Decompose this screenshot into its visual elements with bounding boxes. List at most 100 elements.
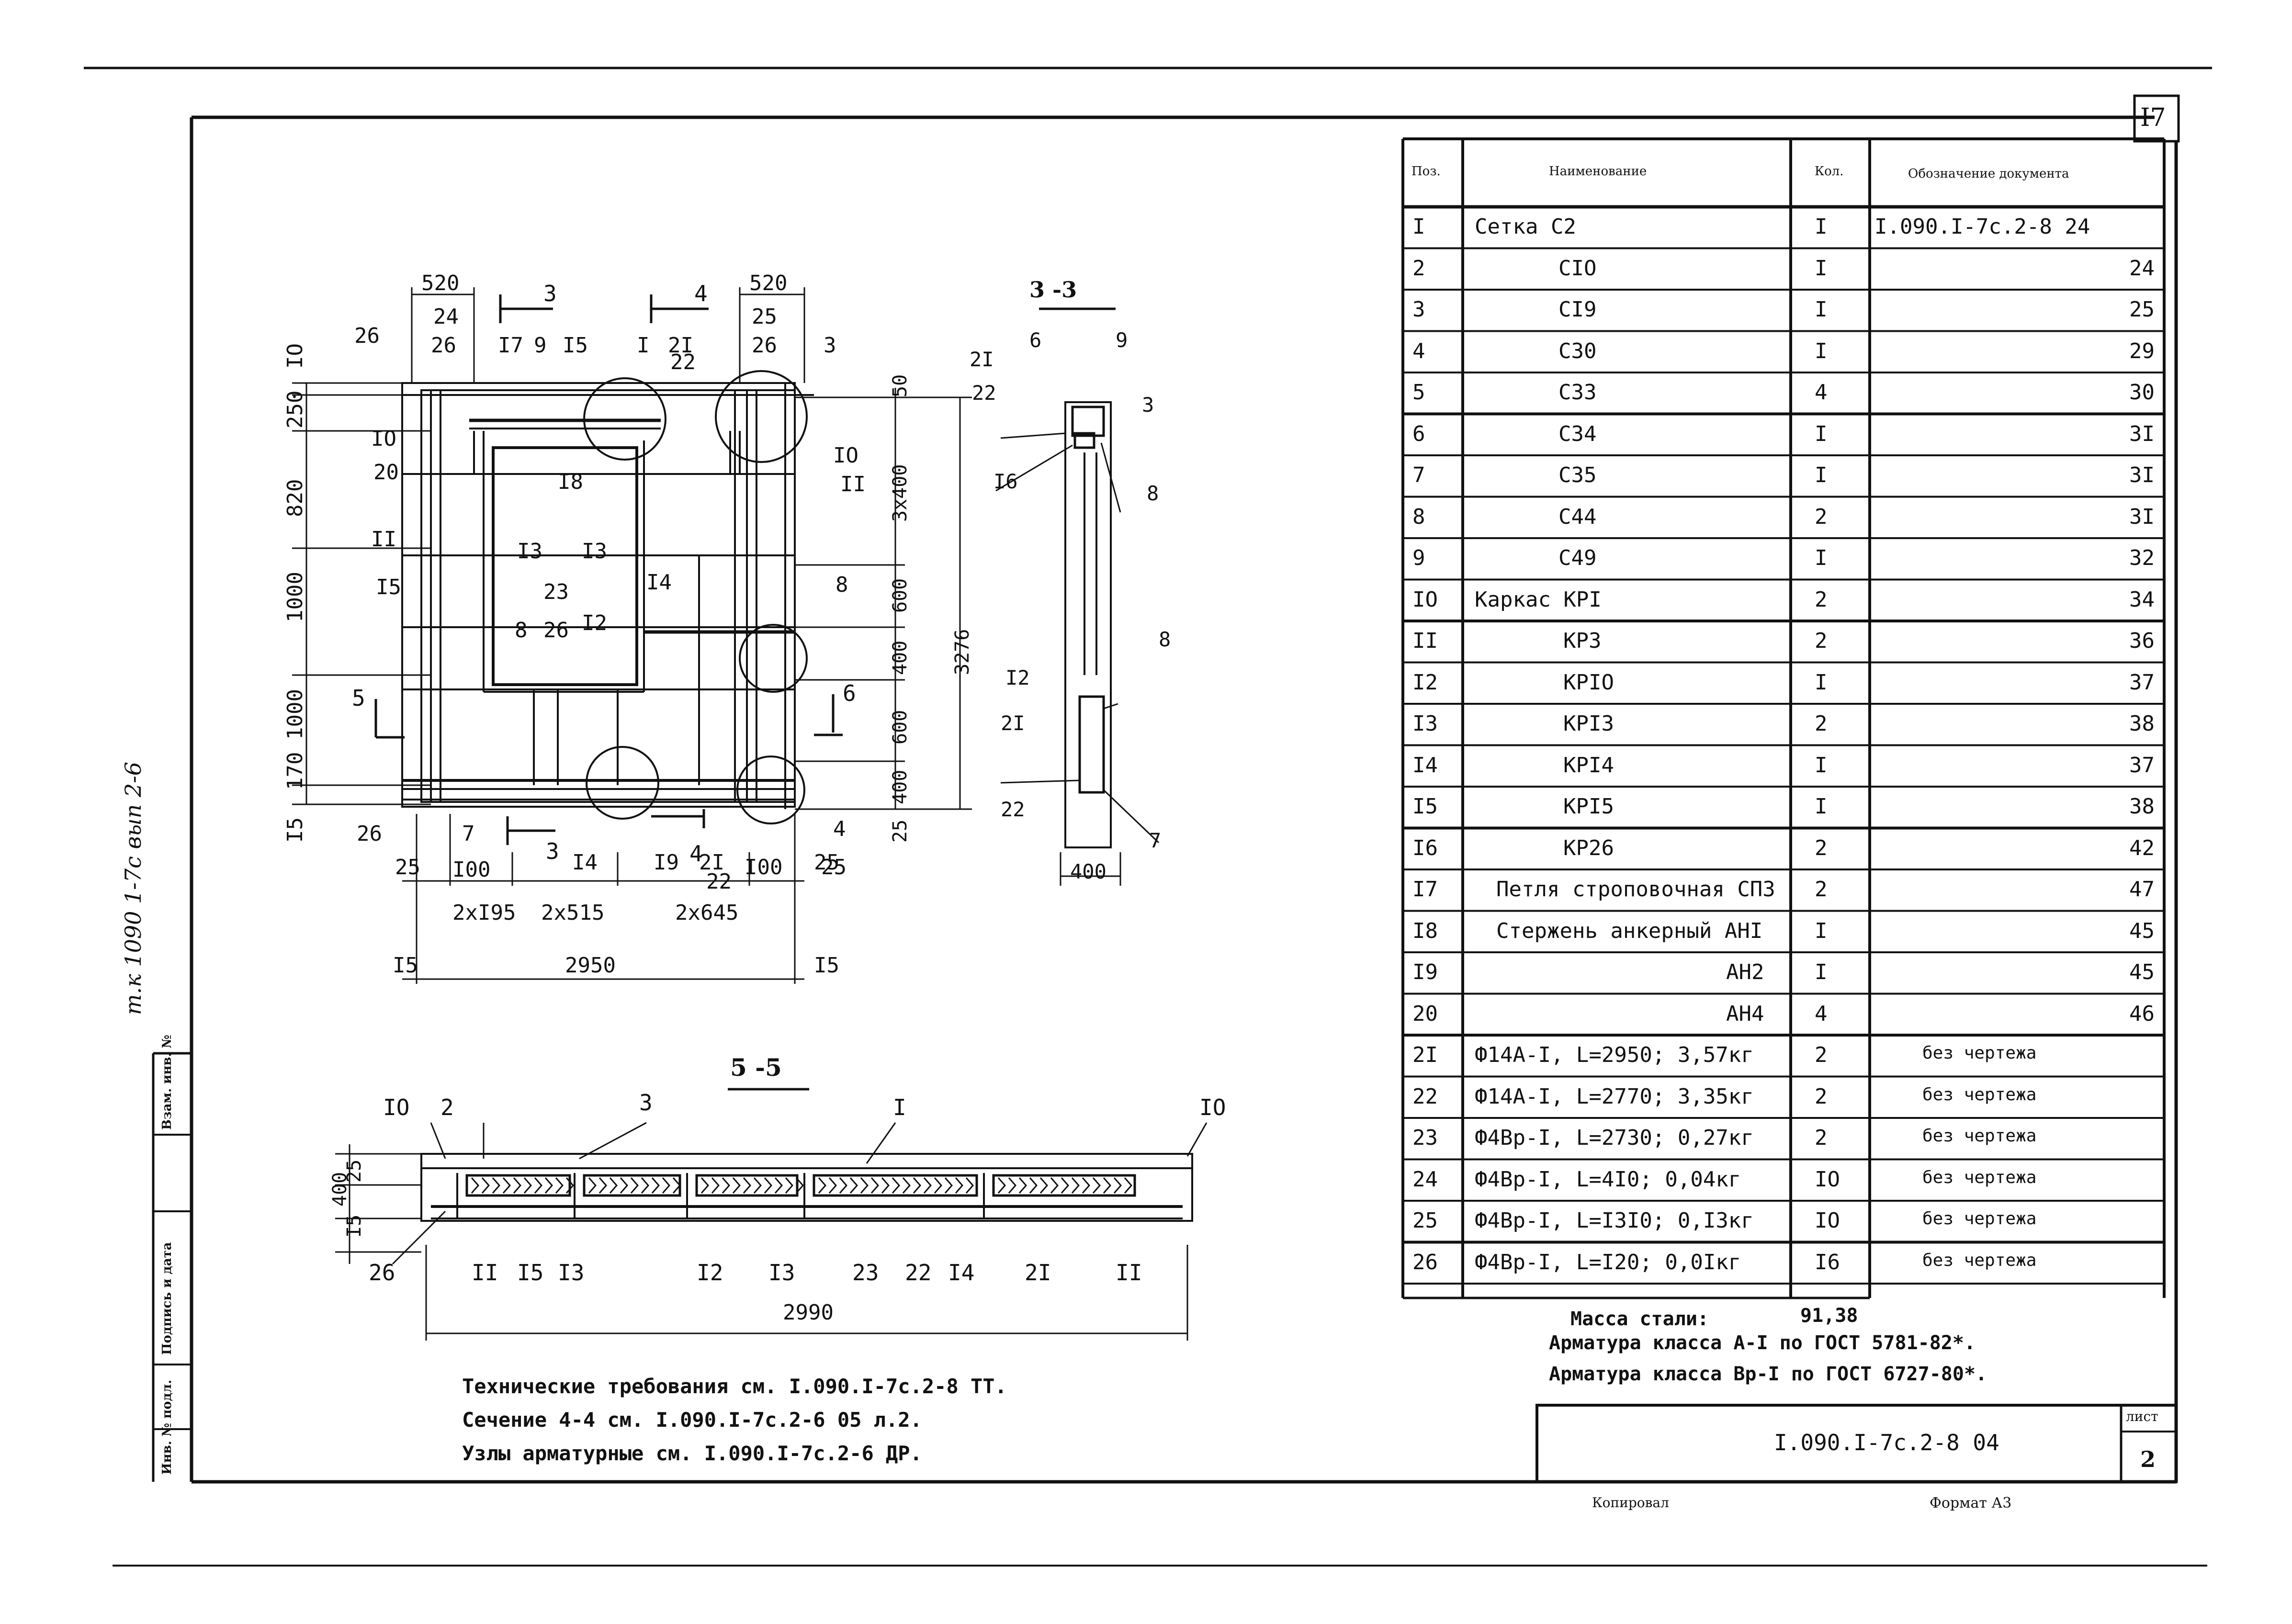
position-mark: 22 bbox=[706, 869, 732, 894]
section-3-3-mark: I2 bbox=[1005, 666, 1030, 689]
position-mark: 22 bbox=[670, 350, 696, 374]
hatch-stroke bbox=[630, 1177, 639, 1194]
hatch-stroke bbox=[598, 1177, 607, 1194]
spec-cell-doc: 3I bbox=[2129, 463, 2155, 487]
position-mark: I5 bbox=[563, 333, 588, 358]
spec-cell-name: КРI4 bbox=[1563, 753, 1614, 778]
spec-cell-qty: I bbox=[1815, 421, 1828, 446]
spec-cell-doc: 29 bbox=[2129, 338, 2155, 363]
spec-cell-name: Ф14А-I, L=2770; 3,35кг bbox=[1475, 1084, 1754, 1109]
hatch-stroke bbox=[997, 1177, 1006, 1194]
list-label: лист bbox=[2126, 1409, 2158, 1424]
spec-cell-pos: 9 bbox=[1412, 546, 1425, 570]
spec-cell-qty: I bbox=[1815, 960, 1828, 984]
position-mark: I8 bbox=[558, 470, 583, 494]
spec-cell-name: КРI3 bbox=[1563, 711, 1614, 736]
section-5-5-length: 2990 bbox=[783, 1300, 834, 1325]
plan-right-dim: 3276 bbox=[951, 629, 973, 675]
spec-cell-doc: 34 bbox=[2129, 587, 2155, 612]
armature-b-note: Арматура класса Вр-I по ГОСТ 6727-80*. bbox=[1549, 1363, 1987, 1385]
spec-cell-qty: I bbox=[1815, 918, 1828, 943]
hatch-stroke bbox=[753, 1177, 762, 1194]
spec-cell-pos: I9 bbox=[1412, 960, 1438, 984]
section-5-5-bottom-mark: 2I bbox=[1025, 1260, 1051, 1286]
position-mark: 26 bbox=[357, 822, 382, 846]
position-mark: 25 bbox=[814, 850, 839, 875]
plan-right-dim: 50 bbox=[889, 374, 911, 397]
position-mark: I4 bbox=[572, 850, 598, 875]
position-mark: I5 bbox=[376, 575, 401, 599]
spec-cell-name: С33 bbox=[1558, 380, 1597, 405]
position-mark: II bbox=[371, 527, 396, 552]
hatch-stroke bbox=[1050, 1177, 1059, 1194]
section-5-5-top-mark: IO bbox=[1199, 1094, 1226, 1120]
spec-cell-pos: I7 bbox=[1412, 877, 1438, 902]
hatch-stroke bbox=[1039, 1177, 1048, 1194]
spec-cell-doc: 24 bbox=[2129, 256, 2155, 281]
section-5-5-bottom-mark: II bbox=[472, 1260, 498, 1286]
hatch-stroke bbox=[672, 1177, 681, 1194]
spec-cell-doc: 45 bbox=[2129, 918, 2155, 943]
position-mark: 26 bbox=[543, 618, 569, 643]
spec-cell-qty: I bbox=[1815, 753, 1828, 778]
section-5-5-bottom-mark: I4 bbox=[948, 1260, 975, 1286]
plan-bottom-dim: I00 bbox=[745, 855, 783, 880]
spec-cell-qty: I bbox=[1815, 256, 1828, 281]
spec-cell-doc: без чертежа bbox=[1922, 1043, 2037, 1063]
hatch-cell bbox=[813, 1174, 978, 1197]
plan-bottom-dim: 2xI95 bbox=[452, 901, 516, 925]
spec-cell-doc: 37 bbox=[2129, 670, 2155, 695]
section-3-3-title: 3 -3 bbox=[1029, 277, 1077, 303]
spec-cell-qty: 4 bbox=[1815, 1001, 1828, 1026]
position-mark: 7 bbox=[462, 822, 475, 846]
hatch-stroke bbox=[965, 1177, 974, 1194]
spec-cell-name: С49 bbox=[1558, 546, 1597, 570]
plan-bottom-dim: 2950 bbox=[565, 953, 616, 978]
plan-right-dim: 400 bbox=[889, 769, 911, 804]
plan-top-dim: 25 bbox=[752, 304, 777, 329]
position-mark: I3 bbox=[517, 539, 542, 564]
spec-cell-qty: 2 bbox=[1815, 504, 1828, 529]
plan-left-dim: 1000 bbox=[283, 572, 307, 622]
spec-cell-name: Ф4Вр-I, L=I3I0; 0,I3кг bbox=[1475, 1208, 1754, 1233]
spec-cell-qty: I bbox=[1815, 794, 1828, 819]
sheet-number: I7 bbox=[2140, 103, 2166, 132]
spec-cell-pos: II bbox=[1412, 629, 1438, 653]
stamp-inv-no: Инв. № подл. bbox=[160, 1379, 174, 1475]
hatch-stroke bbox=[764, 1177, 772, 1194]
spec-cell-name: Ф4Вр-I, L=2730; 0,27кг bbox=[1475, 1126, 1754, 1150]
spec-cell-name: КР3 bbox=[1563, 629, 1602, 653]
spec-cell-doc: без чертежа bbox=[1922, 1250, 2037, 1270]
plan-left-dim: 1000 bbox=[283, 689, 307, 740]
hatch-stroke bbox=[492, 1177, 500, 1194]
spec-cell-name: С44 bbox=[1558, 504, 1597, 529]
spec-cell-name: Ф14А-I, L=2950; 3,57кг bbox=[1475, 1043, 1754, 1067]
section-5-5-top-mark: IO bbox=[383, 1094, 410, 1120]
hatch-stroke bbox=[641, 1177, 649, 1194]
plan-bottom-dim: I5 bbox=[393, 953, 418, 978]
spec-cell-pos: 25 bbox=[1412, 1208, 1438, 1233]
spec-cell-doc: 3I bbox=[2129, 504, 2155, 529]
position-mark: 26 bbox=[354, 324, 380, 348]
spec-cell-qty: 2 bbox=[1815, 1126, 1828, 1150]
hatch-cell bbox=[992, 1174, 1136, 1197]
spec-cell-doc: 47 bbox=[2129, 877, 2155, 902]
section-3-3-mark: 8 bbox=[1159, 628, 1171, 651]
spec-cell-name: Ф4Вр-I, L=4I0; 0,04кг bbox=[1475, 1167, 1741, 1192]
section-3-3-mark: 3 bbox=[1142, 393, 1154, 417]
section-cut-mark: 4 bbox=[694, 281, 708, 306]
section-5-5 bbox=[335, 1088, 1208, 1341]
spec-cell-pos: 3 bbox=[1412, 297, 1425, 322]
plan-left-dim: 820 bbox=[283, 479, 307, 517]
mass-value: 91,38 bbox=[1800, 1305, 1858, 1327]
hatch-stroke bbox=[1092, 1177, 1101, 1194]
spec-cell-name: АН2 bbox=[1726, 960, 1764, 984]
position-mark: 23 bbox=[543, 580, 569, 604]
spec-cell-name: Петля строповочная СП3 bbox=[1496, 877, 1775, 902]
hatch-stroke bbox=[785, 1177, 793, 1194]
position-mark: II bbox=[840, 472, 866, 496]
hatch-stroke bbox=[892, 1177, 900, 1194]
stamp-replace-inv: Взам. инв. № bbox=[160, 1035, 174, 1130]
section-5-5-bottom-mark: I5 bbox=[517, 1260, 544, 1286]
position-mark: I2 bbox=[582, 611, 607, 635]
